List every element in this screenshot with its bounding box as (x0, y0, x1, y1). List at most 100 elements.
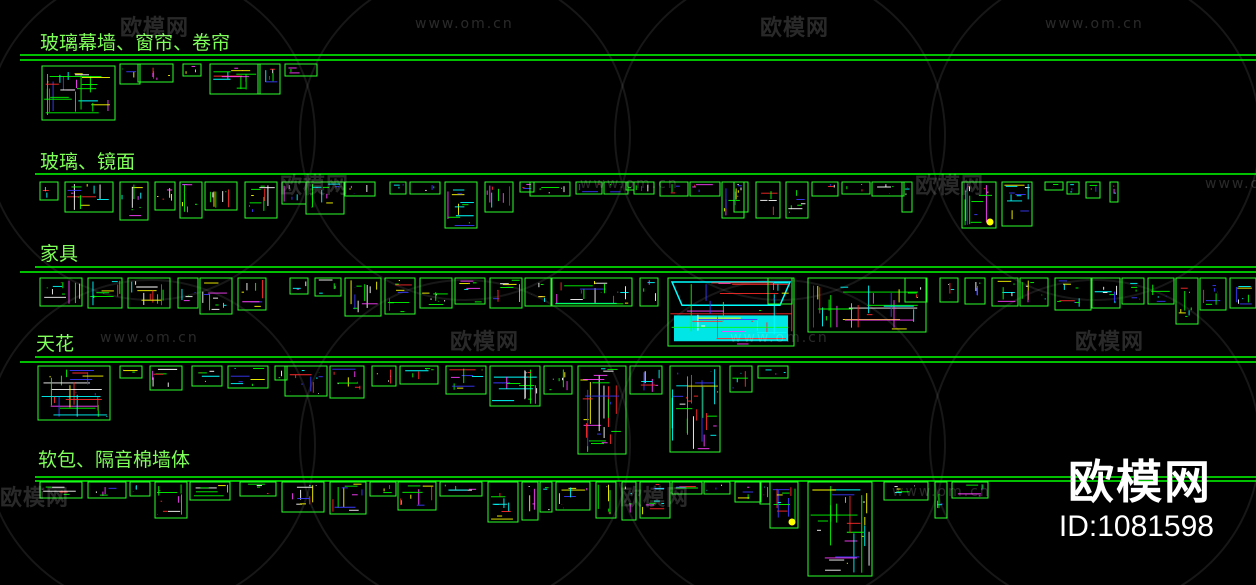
drawing-thumbnail (633, 181, 655, 195)
drawing-thumbnail (1085, 181, 1101, 199)
drawing-thumbnail (439, 481, 483, 497)
drawing-thumbnail (257, 63, 281, 95)
watermark-url: www.om.cn (1205, 176, 1256, 192)
drawing-thumbnail (284, 63, 318, 77)
drawing-thumbnail (281, 481, 325, 513)
drawing-thumbnail (901, 181, 913, 213)
drawing-thumbnail (767, 277, 793, 305)
drawing-thumbnail (384, 277, 416, 315)
drawing-thumbnail (489, 365, 541, 407)
drawing-thumbnail (274, 365, 288, 381)
drawing-thumbnail (119, 365, 143, 379)
drawing-thumbnail (1229, 277, 1256, 309)
drawing-thumbnail (951, 481, 989, 499)
watermark-brand: 欧模网 (0, 486, 70, 511)
drawing-thumbnail (883, 481, 929, 501)
drawing-thumbnail (811, 181, 839, 197)
drawing-thumbnail (204, 181, 238, 211)
brand-logo: 欧模网 (1068, 455, 1212, 509)
drawing-thumbnail (237, 277, 267, 311)
watermark-url: www.om.cn (415, 16, 514, 32)
drawing-thumbnail (871, 181, 905, 197)
drawing-thumbnail (807, 481, 873, 577)
drawing-thumbnail (555, 481, 591, 511)
drawing-thumbnail (659, 181, 689, 197)
drawing-thumbnail (87, 277, 123, 309)
watermark-brand: 欧模网 (120, 16, 190, 41)
watermark-url: www.om.cn (892, 484, 991, 500)
drawing-thumbnail (961, 181, 997, 229)
watermark-url: www.om.cn (730, 330, 829, 346)
watermark-brand: 欧模网 (1075, 330, 1145, 355)
drawing-thumbnail (484, 181, 514, 213)
drawing-thumbnail (991, 277, 1019, 307)
drawing-thumbnail (543, 365, 573, 395)
drawing-thumbnail (1044, 181, 1064, 191)
drawing-thumbnail (1175, 277, 1199, 325)
drawing-thumbnail (489, 277, 523, 309)
watermark-url: www.om.cn (1045, 16, 1144, 32)
drawing-thumbnail (399, 365, 439, 385)
drawing-thumbnail (137, 63, 174, 83)
watermark-circle (299, 0, 631, 301)
drawing-thumbnail (621, 481, 637, 521)
drawing-thumbnail (445, 365, 487, 395)
section-title-ceiling: 天花 (36, 333, 75, 355)
watermark-circle (614, 279, 946, 585)
drawing-thumbnail (329, 365, 365, 399)
drawing-thumbnail (524, 277, 552, 307)
drawing-thumbnail (64, 181, 114, 213)
drawing-thumbnail (1091, 277, 1121, 309)
drawing-thumbnail (733, 181, 749, 213)
drawing-thumbnail (37, 365, 111, 421)
drawing-thumbnail (603, 181, 629, 195)
drawing-thumbnail (409, 181, 441, 195)
section-separator-lines (20, 54, 1256, 482)
watermark-circle (299, 279, 631, 585)
model-id-label: ID:1081598 (1058, 510, 1214, 543)
section-title-curtain-wall: 玻璃幕墙、窗帘、卷帘 (40, 32, 231, 54)
drawing-thumbnail (209, 63, 261, 95)
drawing-thumbnail (179, 181, 203, 219)
drawing-thumbnail (629, 365, 663, 395)
drawing-thumbnail (344, 277, 382, 317)
drawing-thumbnail (703, 481, 731, 495)
drawing-thumbnail (934, 481, 948, 519)
drawing-thumbnail (671, 481, 703, 495)
drawing-thumbnail (1199, 277, 1227, 311)
drawing-thumbnail (734, 481, 762, 503)
watermark-url: www.om.cn (100, 330, 199, 346)
drawing-thumbnail (389, 181, 407, 195)
drawing-thumbnail (39, 181, 59, 201)
drawing-thumbnail (529, 181, 571, 197)
watermark-brand: 欧模网 (450, 330, 520, 355)
drawing-thumbnail (595, 481, 617, 519)
drawing-thumbnails (37, 63, 1256, 577)
drawing-thumbnail (519, 181, 535, 193)
drawing-thumbnail (521, 481, 539, 521)
section-title-furniture: 家具 (40, 243, 79, 265)
drawing-thumbnail (119, 181, 149, 221)
drawing-thumbnail (191, 365, 223, 387)
drawing-thumbnail (371, 365, 397, 387)
drawing-thumbnail (487, 481, 519, 523)
drawing-thumbnail (551, 277, 633, 307)
drawing-thumbnail (1121, 277, 1145, 305)
drawing-thumbnail (419, 277, 453, 309)
section-title-glass-mirror: 玻璃、镜面 (40, 151, 136, 173)
drawing-thumbnail (239, 481, 277, 497)
drawing-thumbnail (177, 277, 199, 309)
drawing-thumbnail (1054, 277, 1092, 311)
drawing-thumbnail (729, 365, 753, 393)
watermark-circle (614, 0, 946, 301)
watermark-brand: 欧模网 (760, 16, 830, 41)
drawing-thumbnail (119, 63, 141, 85)
drawing-thumbnail (639, 481, 671, 519)
drawing-thumbnail (149, 365, 183, 391)
drawing-thumbnail (244, 181, 278, 219)
drawing-thumbnail (41, 65, 116, 121)
watermark-url: www.om.cn (580, 176, 679, 192)
drawing-thumbnail (964, 277, 986, 305)
